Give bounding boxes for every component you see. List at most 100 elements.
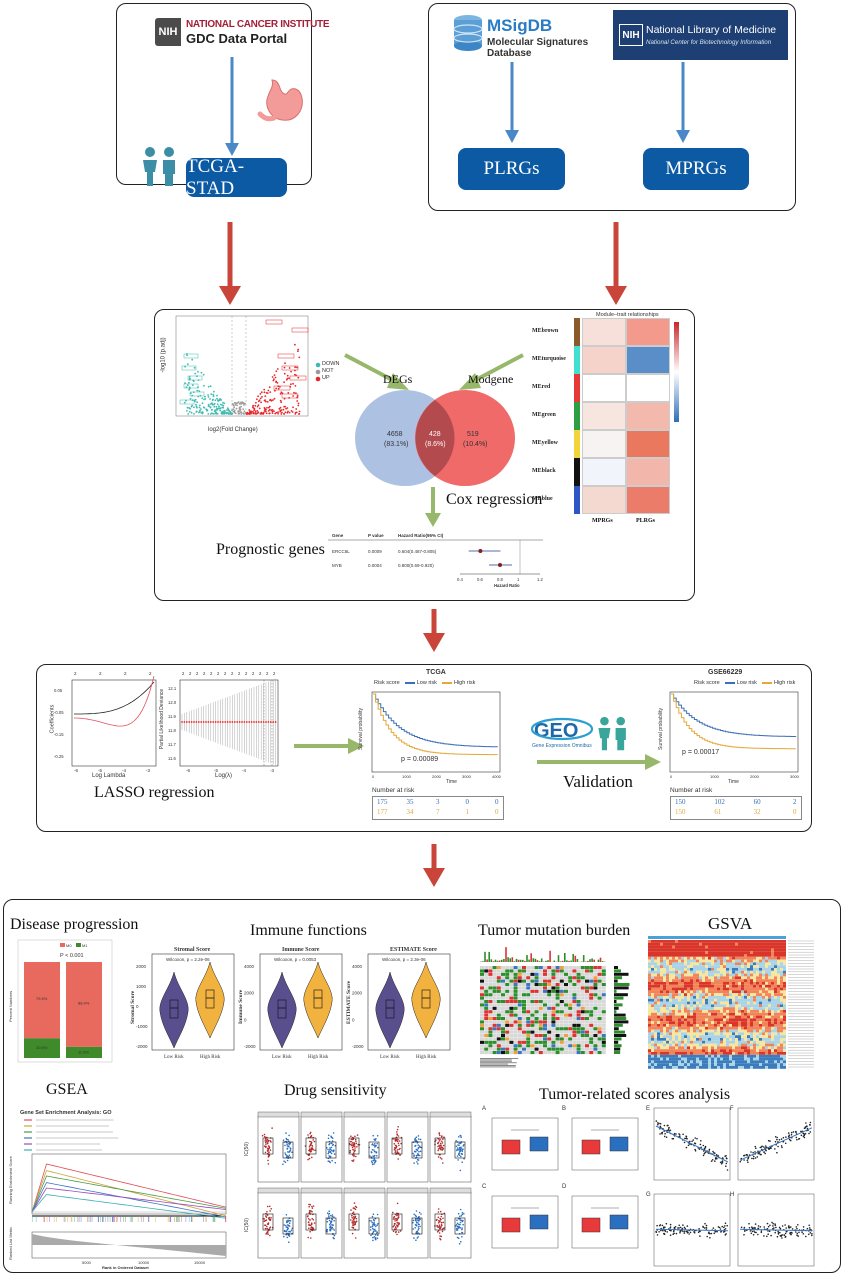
gsva-cell	[699, 940, 702, 943]
tmb-cell	[580, 1013, 585, 1017]
gsva-cell	[690, 1021, 693, 1024]
gsva-cell	[672, 948, 675, 952]
gsva-cell	[657, 1007, 660, 1010]
gsva-cell	[765, 973, 768, 977]
drug-panel-header	[300, 1111, 343, 1118]
tmb-cell	[547, 983, 552, 987]
gsva-cell	[741, 1063, 744, 1066]
tmb-cell	[543, 983, 547, 987]
drug-point	[462, 1223, 464, 1226]
gsva-cell	[759, 1004, 762, 1008]
gsva-cell	[768, 1001, 771, 1005]
gsva-cell	[723, 945, 726, 949]
tmb-cell	[576, 1047, 581, 1051]
gsva-cell	[663, 1066, 666, 1069]
gsva-cell	[696, 1021, 699, 1024]
gsva-cell	[783, 968, 786, 971]
drug-point	[289, 1220, 292, 1222]
tmb-cell	[484, 993, 489, 997]
gsva-cell	[726, 1001, 729, 1005]
gsva-cell	[693, 956, 696, 960]
tmb-cell	[559, 972, 564, 976]
gsva-cell	[714, 956, 717, 960]
gsva-cell	[783, 998, 786, 1002]
tmb-cell	[509, 979, 514, 983]
tmb-cell	[522, 966, 526, 970]
gsva-cell	[648, 998, 651, 1002]
drug-panel-frame	[386, 1115, 429, 1183]
gsva-cell	[675, 942, 678, 946]
gsva-cell	[702, 945, 705, 949]
gsva-cell	[783, 1021, 786, 1024]
gsva-cell	[756, 1026, 759, 1030]
gsva-cell	[708, 956, 711, 960]
gsva-cell	[762, 1032, 765, 1036]
gsva-cell	[759, 942, 762, 946]
tmb-cell	[505, 1044, 510, 1048]
gsva-cell	[723, 948, 726, 952]
gsva-cell	[693, 1054, 696, 1058]
tmb-cell	[488, 1047, 493, 1051]
gsva-cell	[702, 1052, 705, 1055]
gsva-cell	[756, 1004, 759, 1008]
gsva-cell	[714, 1015, 717, 1019]
tmb-cell	[597, 1006, 602, 1010]
tmb-cell	[480, 1023, 484, 1027]
volcano-point	[280, 401, 283, 404]
scores-point	[725, 1162, 728, 1165]
tmb-cell	[585, 969, 589, 973]
drug-point	[265, 1143, 267, 1145]
tmb-cell	[601, 1023, 606, 1027]
violin-y-tick: 2000	[136, 964, 147, 969]
tmb-cell	[484, 1037, 489, 1041]
gsva-cell	[696, 945, 699, 949]
gsva-cell	[756, 1001, 759, 1005]
gsva-cell	[783, 1035, 786, 1038]
gsva-cell	[648, 990, 651, 994]
gsva-cell	[777, 984, 780, 988]
tmb-cell	[564, 1037, 568, 1041]
gsva-cell	[717, 1032, 720, 1036]
gsva-cell	[660, 948, 663, 952]
gsva-heatmap	[648, 936, 814, 1069]
gsva-cell	[771, 951, 774, 954]
tmb-cell	[484, 989, 489, 993]
gsva-cell	[657, 979, 660, 982]
volcano-point	[196, 401, 198, 404]
volcano-point	[200, 411, 203, 414]
drug-point	[396, 1221, 398, 1224]
gsva-cell	[720, 1004, 723, 1008]
tmb-cell	[517, 1037, 522, 1041]
gsva-cell	[651, 987, 654, 991]
gsva-cell	[648, 1015, 651, 1019]
gsva-cell	[771, 1001, 774, 1005]
geo-legend-low-swatch	[725, 681, 736, 684]
gsva-cell	[738, 968, 741, 971]
gsva-cell	[777, 998, 780, 1002]
gsva-cell	[654, 1060, 657, 1064]
gsva-cell	[750, 1032, 753, 1036]
gsva-cell	[708, 954, 711, 957]
gsva-cell	[741, 984, 744, 988]
gsva-cell	[747, 1010, 750, 1013]
arrow-red-left-1	[219, 222, 241, 305]
drug-point	[394, 1226, 397, 1228]
drug-point	[397, 1158, 399, 1160]
km-x-tick: 1000	[402, 774, 412, 779]
gsva-cell	[723, 1060, 726, 1064]
gsva-cell	[777, 940, 780, 943]
tmb-cell	[551, 986, 556, 990]
gsva-cell	[777, 945, 780, 949]
drug-point	[308, 1209, 311, 1212]
gsva-cell	[750, 1018, 753, 1022]
tmb-cell	[480, 1003, 484, 1007]
volcano-point	[244, 412, 247, 414]
tmb-cell	[585, 966, 589, 970]
arrow-nci-to-tcga	[225, 57, 239, 156]
gsva-cell	[759, 1049, 762, 1052]
tmb-cell	[517, 966, 522, 970]
gsva-cell	[681, 1054, 684, 1058]
gsva-cell	[675, 979, 678, 982]
tmb-cell	[559, 1040, 564, 1044]
gsva-cell	[687, 959, 690, 963]
